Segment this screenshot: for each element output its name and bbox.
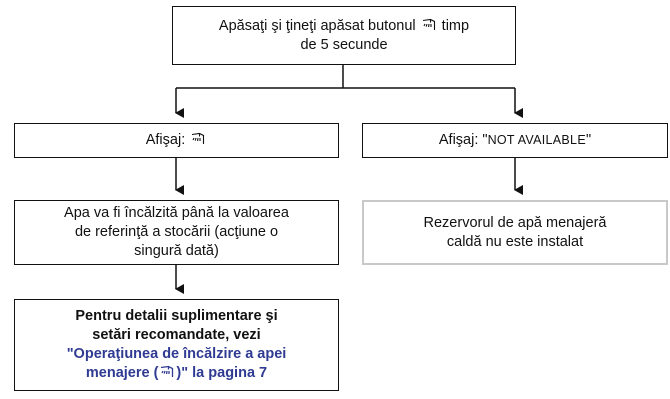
display-not-available-box: Afişaj: "NOT AVAILABLE"	[362, 123, 668, 158]
more-details-link[interactable]: "Operaţiunea de încălzire a apei menajer…	[67, 346, 287, 381]
more-details-link-line2-pre: menajere (	[85, 365, 159, 381]
display-not-available-label: Afişaj: "	[438, 132, 488, 148]
more-details-link-line2-post: )" la pagina 7	[176, 365, 268, 381]
more-details-link-line1: "Operaţiunea de încălzire a apei	[66, 346, 287, 362]
hot-water-tap-icon	[422, 18, 436, 31]
tank-not-installed-line2: caldă nu este instalat	[446, 233, 584, 250]
tank-not-installed-line1: Rezervorul de apă menajeră	[423, 214, 607, 231]
display-icon-label: Afişaj:	[145, 132, 186, 148]
more-details-line1: Pentru detalii suplimentare şi	[75, 308, 278, 324]
display-icon-box: Afişaj:	[14, 123, 339, 158]
start-text-line2: de 5 secunde	[300, 36, 388, 53]
display-not-available-value: NOT AVAILABLE	[487, 133, 586, 147]
start-text: Apăsaţi şi ţineţi apăsat butonul timp de…	[211, 17, 477, 55]
tank-not-installed-box: Rezervorul de apă menajeră caldă nu este…	[362, 200, 668, 265]
more-details-line2: setări recomandate, vezi	[92, 327, 261, 343]
more-details-box: Pentru detalii suplimentare şi setări re…	[14, 299, 339, 391]
start-text-line1-post: timp	[441, 17, 470, 34]
heat-water-box: Apa va fi încălzită până la valoarea de …	[14, 200, 339, 265]
display-not-available-suffix: "	[585, 132, 592, 148]
heat-water-line2: de referinţă a stocării (acţiune o	[74, 224, 279, 240]
start-text-line1-pre: Apăsaţi şi ţineţi apăsat butonul	[218, 17, 416, 34]
heat-water-line3: singură dată)	[134, 243, 219, 259]
hot-water-tap-icon	[191, 132, 205, 145]
hot-water-tap-icon	[160, 365, 174, 378]
heat-water-line1: Apa va fi încălzită până la valoarea	[64, 205, 289, 221]
start-box: Apăsaţi şi ţineţi apăsat butonul timp de…	[172, 6, 516, 65]
